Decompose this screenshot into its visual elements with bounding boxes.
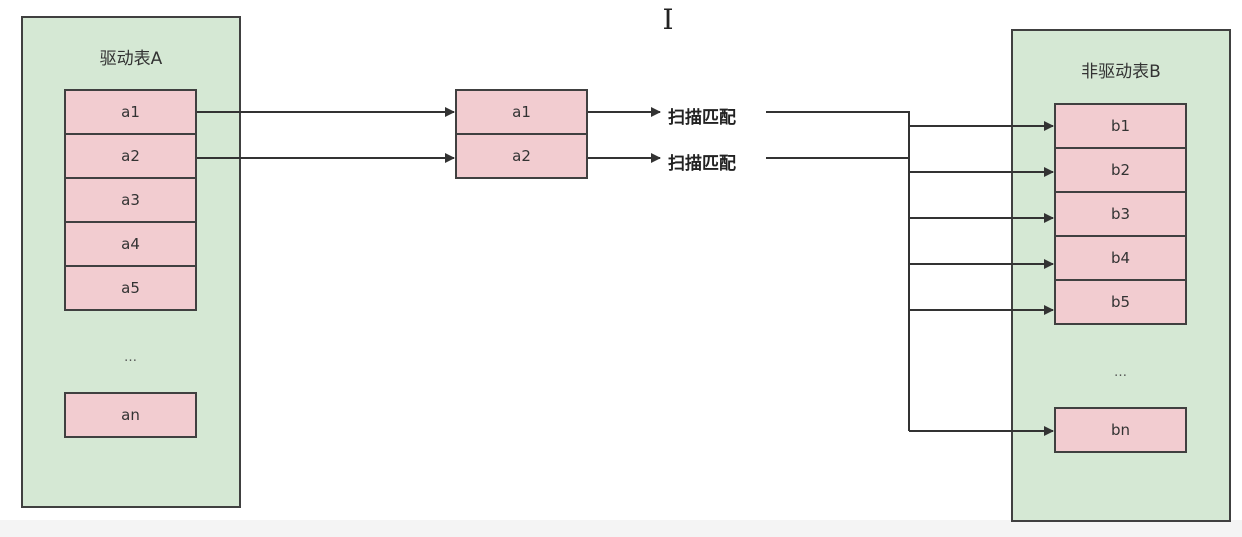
scan-line-1	[766, 111, 910, 431]
buffer-row-a1: a1	[455, 89, 588, 135]
bottom-band	[0, 520, 1242, 537]
row-b2: b2	[1054, 147, 1187, 193]
row-a1: a1	[64, 89, 197, 135]
row-bn: bn	[1054, 407, 1187, 453]
non-driving-table-title: 非驱动表B	[1081, 62, 1161, 82]
row-an: an	[64, 392, 197, 438]
buffer-row-a2: a2	[455, 133, 588, 179]
row-a5: a5	[64, 265, 197, 311]
non-driving-table-ellipsis: …	[1114, 365, 1127, 380]
driving-table-ellipsis: …	[124, 350, 137, 365]
row-a3: a3	[64, 177, 197, 223]
driving-table-rows: a1 a2 a3 a4 a5	[64, 89, 197, 311]
row-b1: b1	[1054, 103, 1187, 149]
row-b5: b5	[1054, 279, 1187, 325]
non-driving-table-rows: b1 b2 b3 b4 b5	[1054, 103, 1187, 325]
join-buffer: a1 a2	[455, 89, 588, 179]
driving-table-title: 驱动表A	[99, 49, 163, 69]
text-cursor-icon: I	[662, 3, 674, 36]
row-b3: b3	[1054, 191, 1187, 237]
scan-match-label-1: 扫描匹配	[668, 108, 736, 128]
row-b4: b4	[1054, 235, 1187, 281]
scan-match-label-2: 扫描匹配	[668, 154, 736, 174]
